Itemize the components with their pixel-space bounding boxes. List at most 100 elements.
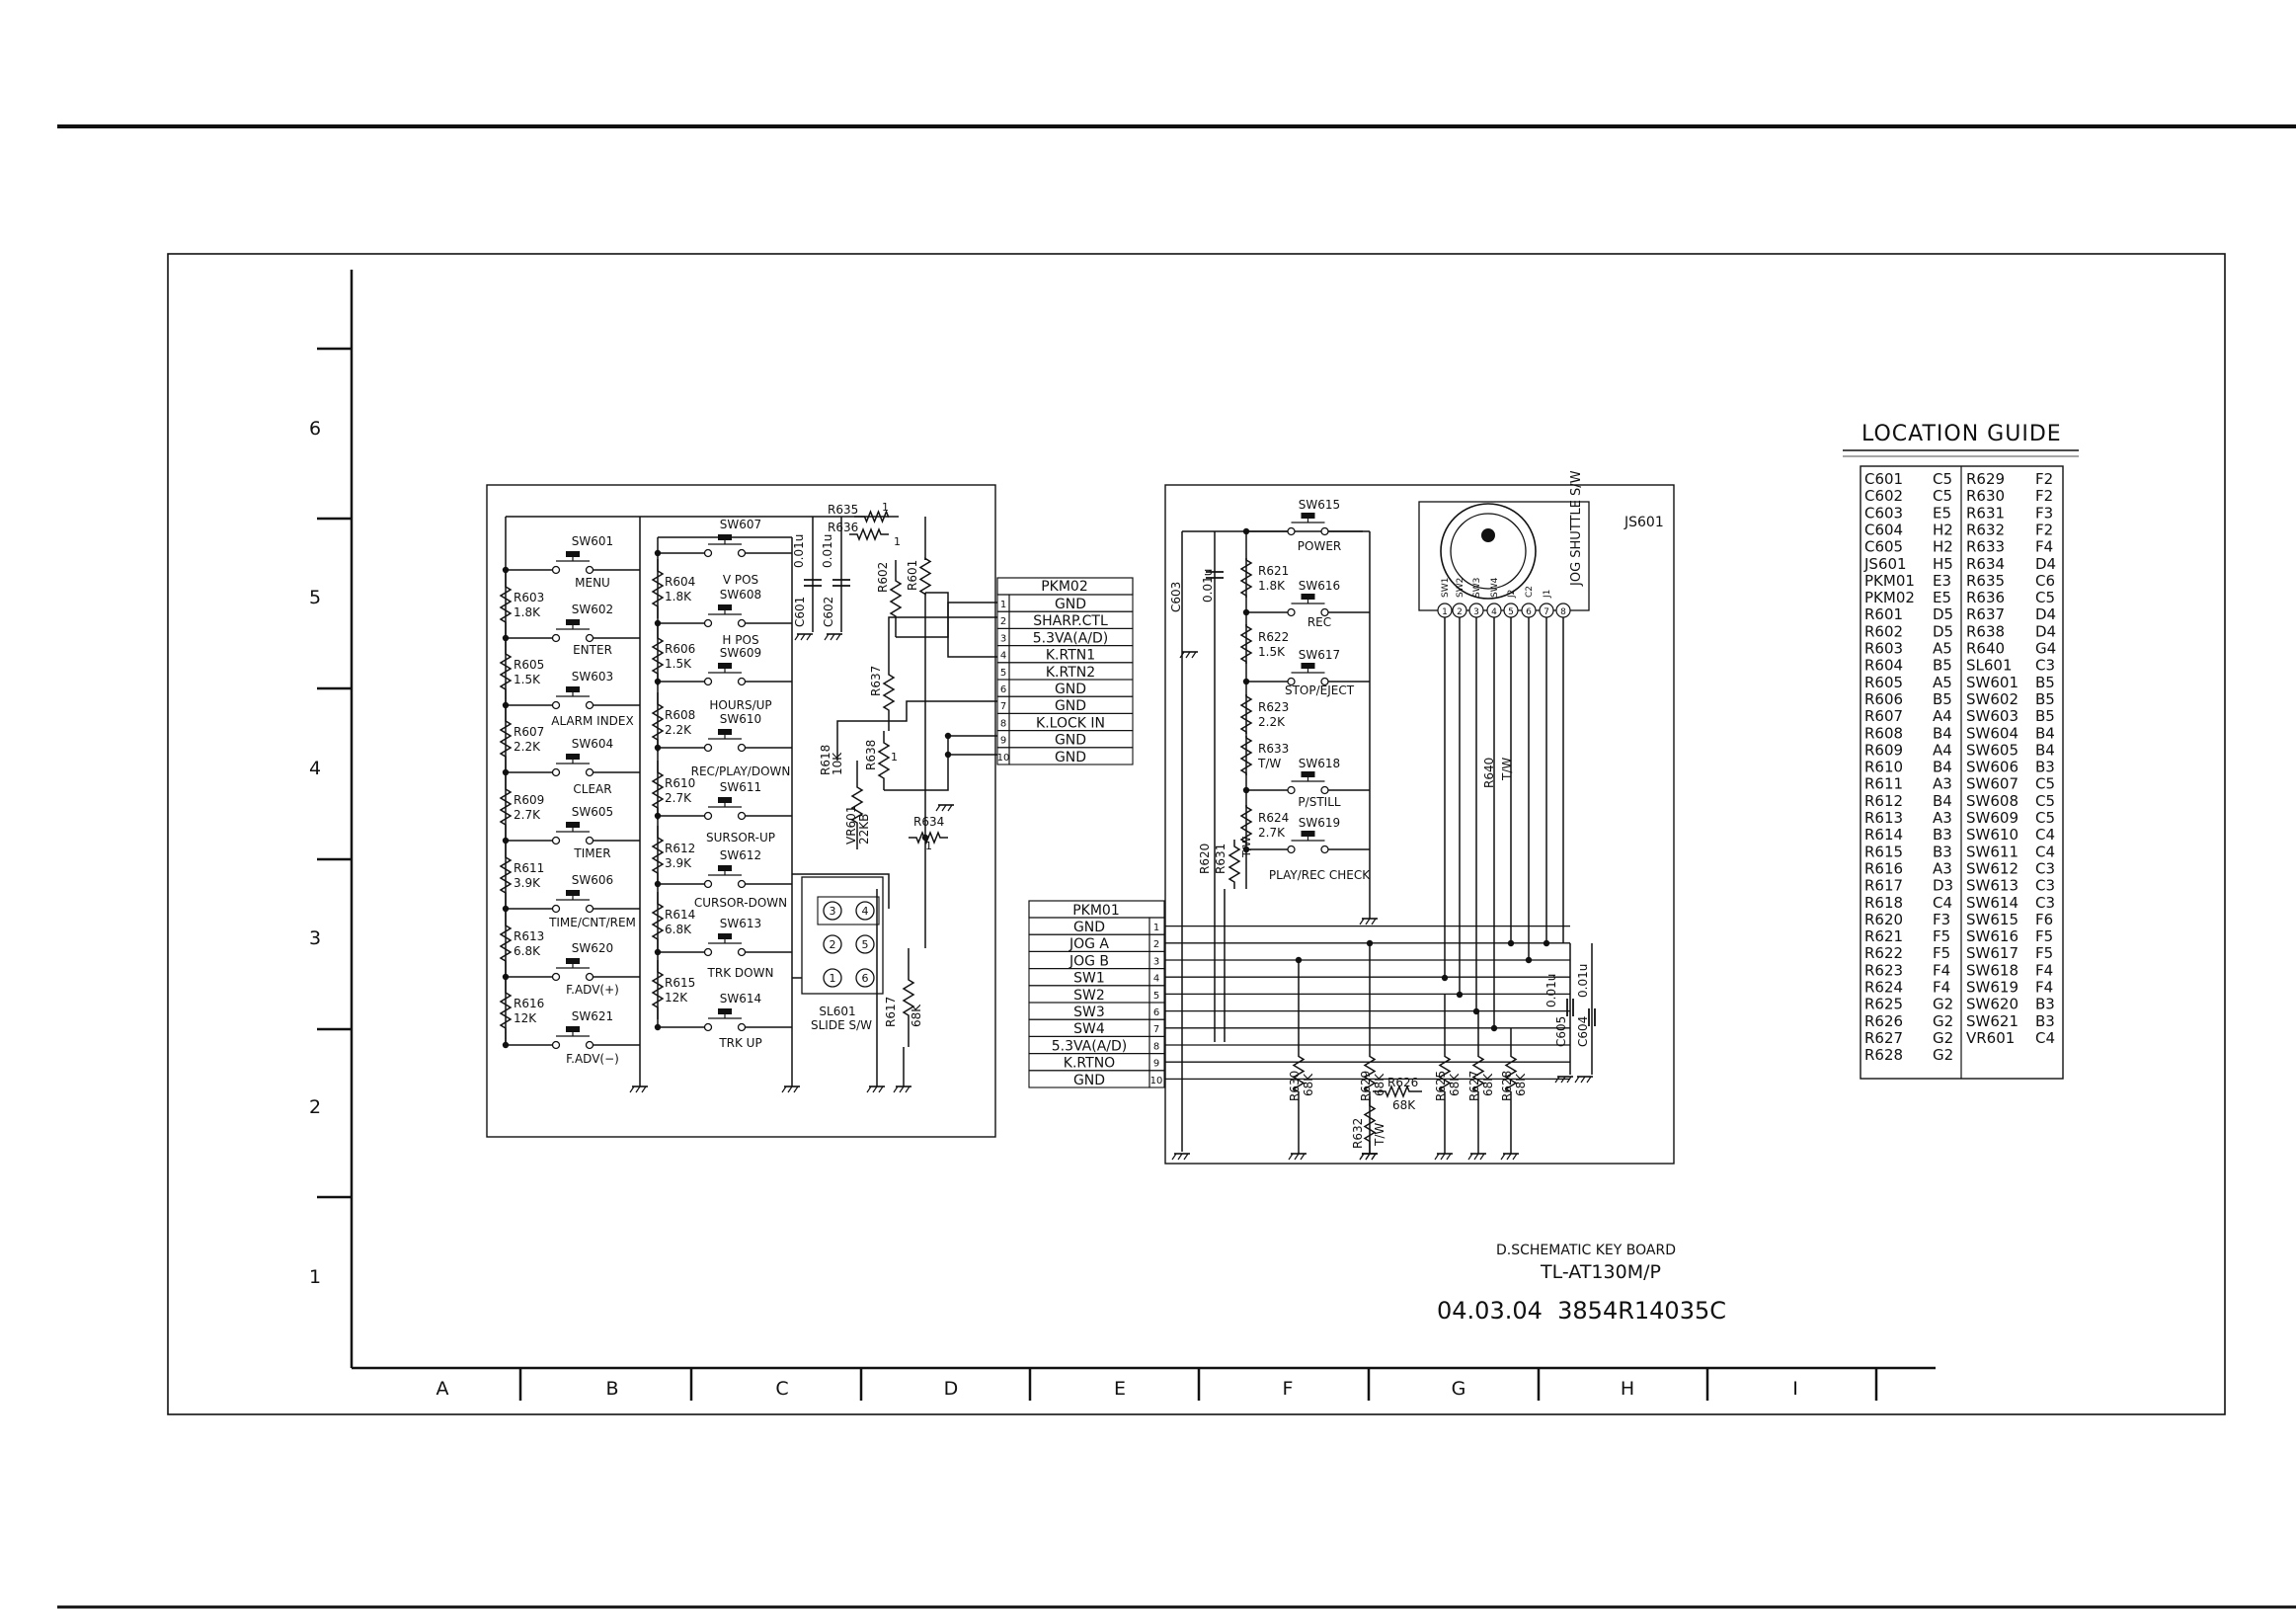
resistor-R612 bbox=[651, 826, 665, 885]
guide-ref-R608: R608 bbox=[1864, 724, 1903, 742]
board-left-outline bbox=[486, 484, 996, 1138]
ground-hatch bbox=[1586, 1076, 1592, 1084]
resistor-R629 bbox=[1363, 1047, 1377, 1101]
connector-pin-name-8: 5.3VA(A/D) bbox=[1052, 1038, 1128, 1054]
switch-label-SW617: STOP/EJECT bbox=[1285, 684, 1355, 697]
terminal bbox=[1320, 526, 1329, 536]
ground-hatch bbox=[872, 1086, 878, 1093]
connector-pin-name-9: GND bbox=[1055, 733, 1086, 749]
switch-SW619 bbox=[1246, 831, 1370, 854]
guide-loc-R613: A3 bbox=[1933, 809, 1952, 827]
connector-pin-name-1: GND bbox=[1073, 920, 1105, 935]
guide-ref-SW611: SW611 bbox=[1966, 843, 2019, 860]
resistor-ref-R613: R613 bbox=[514, 929, 544, 943]
slide-switch-pin bbox=[855, 934, 875, 954]
terminal bbox=[1320, 677, 1329, 686]
resistor-ref-R611: R611 bbox=[514, 861, 544, 875]
guide-loc-R622: F5 bbox=[1933, 944, 1950, 962]
row-label-6: 6 bbox=[309, 418, 321, 440]
ground-hatch bbox=[1365, 1153, 1371, 1161]
terminal bbox=[585, 767, 594, 777]
resistor-R604 bbox=[651, 559, 665, 618]
ground-symbol bbox=[1500, 1153, 1519, 1161]
switch-ref-SW621: SW621 bbox=[572, 1009, 613, 1023]
connector-pin-num: 8 bbox=[1153, 1041, 1159, 1052]
val-R635: 1 bbox=[882, 501, 889, 514]
connector-pin-name-5: SW2 bbox=[1073, 988, 1105, 1004]
switch-label-SW607: V POS bbox=[723, 573, 758, 587]
ref-R618: R618 bbox=[819, 745, 832, 775]
guide-ref-VR601: VR601 bbox=[1966, 1029, 2015, 1047]
jog-pin-label: SW4 bbox=[1490, 577, 1500, 598]
guide-loc-R617: D3 bbox=[1933, 877, 1953, 895]
guide-loc-R605: A5 bbox=[1933, 674, 1952, 691]
connector-pin-num: 9 bbox=[1000, 736, 1006, 747]
terminal bbox=[585, 972, 594, 982]
guide-ref-SW609: SW609 bbox=[1966, 809, 2019, 827]
guide-loc-R601: D5 bbox=[1933, 605, 1953, 623]
switch-ref-SW608: SW608 bbox=[720, 588, 761, 602]
guide-loc-PKM01: E3 bbox=[1933, 572, 1951, 590]
switch-label-SW621: F.ADV(−) bbox=[566, 1052, 619, 1066]
ground-hatch bbox=[935, 804, 941, 812]
resistor-val-R622: 1.5K bbox=[1258, 645, 1286, 659]
connector-pin-name-2: SHARP.CTL bbox=[1033, 613, 1108, 629]
terminal bbox=[1320, 607, 1329, 617]
connector-pin-num: 10 bbox=[1150, 1076, 1163, 1086]
ground-hatch bbox=[1574, 1076, 1580, 1084]
ground-hatch bbox=[905, 1086, 910, 1093]
guide-ref-R615: R615 bbox=[1864, 843, 1903, 860]
terminal bbox=[703, 879, 713, 889]
guide-loc-SW620: B3 bbox=[2035, 996, 2055, 1013]
junction-dot bbox=[1507, 939, 1515, 947]
switch-ref-SW603: SW603 bbox=[572, 670, 613, 684]
slide-switch-pin bbox=[823, 901, 842, 921]
guide-loc-R630: F2 bbox=[2035, 487, 2053, 505]
terminal bbox=[551, 767, 561, 777]
resistor-ref-R622: R622 bbox=[1258, 630, 1289, 644]
connector-pin-name-3: 5.3VA(A/D) bbox=[1033, 630, 1109, 646]
resistor-ref-R607: R607 bbox=[514, 725, 544, 739]
guide-ref-C604: C604 bbox=[1864, 521, 1903, 538]
resistor-R623 bbox=[1239, 694, 1253, 734]
terminal bbox=[585, 1040, 594, 1050]
resistor-R608 bbox=[651, 692, 665, 752]
resistor-R628 bbox=[1504, 1047, 1518, 1101]
connector-pin-num: 7 bbox=[1153, 1024, 1159, 1035]
guide-ref-PKM01: PKM01 bbox=[1864, 572, 1915, 590]
wire-r638 bbox=[884, 735, 997, 791]
terminal bbox=[737, 618, 747, 628]
col-label-A: A bbox=[436, 1378, 449, 1400]
ground-hatch bbox=[866, 1086, 872, 1093]
terminal bbox=[737, 947, 747, 957]
col-label-C: C bbox=[775, 1378, 788, 1400]
resistor-ref-R604: R604 bbox=[665, 575, 695, 589]
switch-button bbox=[718, 534, 732, 540]
guide-loc-R606: B5 bbox=[1933, 690, 1952, 708]
guide-ref-R622: R622 bbox=[1864, 944, 1903, 962]
val-C602: 0.01u bbox=[821, 534, 834, 568]
guide-loc-R614: B3 bbox=[1933, 826, 1952, 844]
terminal bbox=[737, 811, 747, 821]
ground-hatch bbox=[893, 1086, 899, 1093]
title-block-doc: 04.03.04 3854R14035C bbox=[1437, 1297, 1726, 1325]
capacitor-C601 bbox=[804, 579, 822, 587]
terminal bbox=[585, 836, 594, 845]
resistor-ref-R616: R616 bbox=[514, 997, 544, 1010]
connector-pin-num: 6 bbox=[1153, 1007, 1159, 1018]
switch-label-SW610: REC/PLAY/DOWN bbox=[691, 764, 791, 778]
resistor-ref-R603: R603 bbox=[514, 591, 544, 604]
slide-switch-pin-num: 5 bbox=[862, 938, 869, 951]
guide-ref-SW620: SW620 bbox=[1966, 996, 2019, 1013]
resistor-ref-R615: R615 bbox=[665, 976, 695, 990]
guide-loc-R609: A4 bbox=[1933, 741, 1952, 759]
switch-button bbox=[566, 551, 580, 557]
switch-ref-SW620: SW620 bbox=[572, 941, 613, 955]
jog-outer-ring bbox=[1440, 503, 1537, 600]
switch-label-SW613: TRK DOWN bbox=[707, 966, 774, 980]
guide-ref-SW610: SW610 bbox=[1966, 826, 2019, 844]
val-R626: 68K bbox=[1392, 1098, 1416, 1112]
ground-hatch bbox=[1506, 1153, 1512, 1161]
switch-label-SW606: TIME/CNT/REM bbox=[548, 916, 636, 929]
